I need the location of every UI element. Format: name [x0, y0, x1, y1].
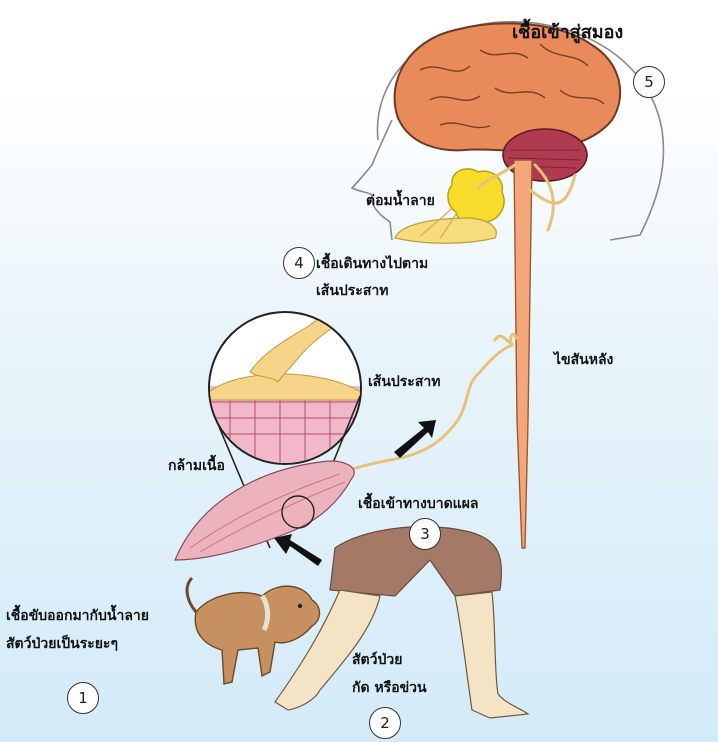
diagram-title: เชื้อเข้าสู่สมอง: [512, 20, 623, 46]
step-1-badge: 1: [67, 682, 99, 714]
step4-label-line2: เส้นประสาท: [316, 281, 388, 301]
step-4-badge: 4: [283, 247, 315, 279]
step4-label-line1: เชื้อเดินทางไปตาม: [316, 254, 428, 274]
step-2-badge: 2: [369, 707, 401, 739]
nerve-label: เส้นประสาท: [368, 372, 440, 392]
wound-entry-label: เชื้อเข้าทางบาดแผล: [358, 494, 478, 514]
step-5-badge: 5: [633, 66, 665, 98]
saliva-label-line2: สัตว์ป่วยเป็นระยะๆ: [6, 634, 118, 654]
face-profile: [352, 120, 392, 240]
arrow-to-muscle-icon: [274, 534, 322, 566]
spinal-cord-label: ไขสันหลัง: [554, 350, 613, 370]
bite-label-line2: กัด หรือข่วน: [352, 678, 427, 698]
salivary-gland-label: ต่อมน้ำลาย: [366, 191, 435, 211]
muscle-label: กล้ามเนื้อ: [168, 456, 225, 476]
step-3-badge: 3: [409, 518, 441, 550]
bite-label-line1: สัตว์ป่วย: [352, 650, 402, 670]
spinal-cord-icon: [514, 160, 532, 548]
saliva-label-line1: เชื้อขับออกมากับน้ำลาย: [6, 606, 149, 626]
